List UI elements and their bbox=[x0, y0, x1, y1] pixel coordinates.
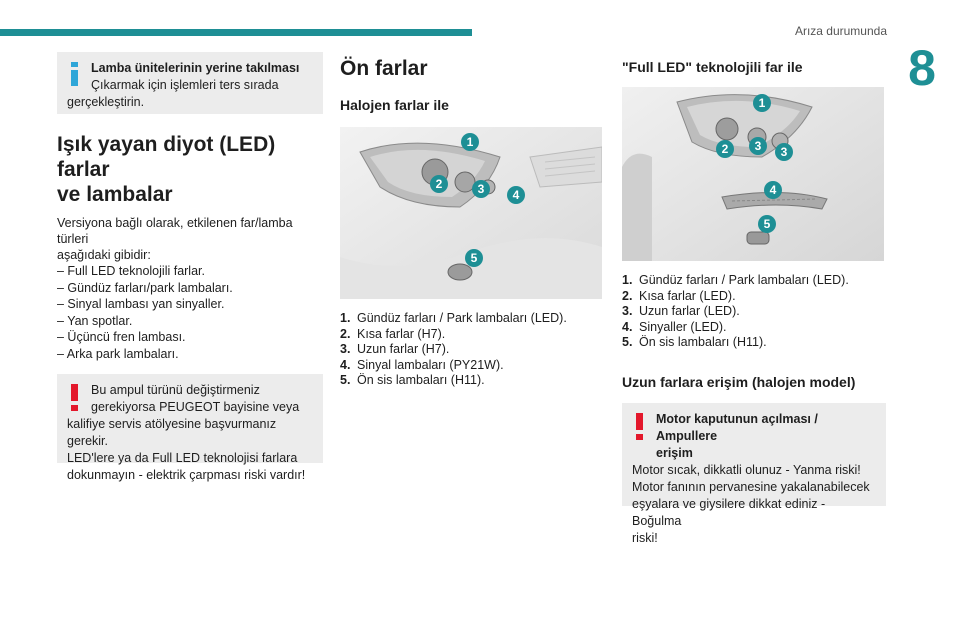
item-number: 2. bbox=[622, 288, 633, 303]
item-number: 5. bbox=[622, 335, 633, 349]
warning-line2: gerekiyorsa PEUGEOT bayisine veya bbox=[91, 400, 300, 414]
led-intro-line1: Versiyona bağlı olarak, etkilenen far/la… bbox=[57, 216, 293, 246]
item-number: 1. bbox=[622, 273, 633, 287]
marker-label: 2 bbox=[721, 142, 729, 156]
list-item: – Yan spotlar. bbox=[57, 313, 133, 328]
full-led-parts-list: 1. Gündüz farları / Park lambaları (LED).… bbox=[622, 273, 886, 351]
marker-label: 4 bbox=[769, 183, 777, 197]
marker-label: 3 bbox=[754, 139, 762, 153]
led-list: – Full LED teknolojili farlar. – Gündüz … bbox=[57, 263, 323, 362]
list-item: 3. Uzun farlar (LED). bbox=[622, 304, 886, 320]
halogen-subtitle: Halojen farlar ile bbox=[340, 97, 449, 113]
list-item: 1. Gündüz farları / Park lambaları (LED). bbox=[622, 273, 886, 289]
item-text: Ön sis lambaları (H11). bbox=[639, 335, 767, 349]
marker-label: 4 bbox=[512, 188, 520, 202]
item-text: Uzun farlar (H7). bbox=[357, 342, 450, 356]
info-box-text-line1: Çıkarmak için işlemleri ters sırada bbox=[91, 78, 279, 92]
list-item: 5. Ön sis lambaları (H11). bbox=[340, 373, 602, 389]
marker-3b: 3 bbox=[774, 142, 794, 162]
led-intro-line2: aşağıdaki gibidir: bbox=[57, 248, 151, 262]
header-accent-bar bbox=[0, 29, 472, 36]
column-right: "Full LED" teknolojili far ile 1 2 3 3 4… bbox=[622, 52, 886, 545]
item-text: Kısa farlar (H7). bbox=[357, 326, 446, 341]
item-number: 4. bbox=[340, 357, 351, 372]
item-number: 3. bbox=[340, 342, 351, 356]
list-item: 2. Kısa farlar (H7). bbox=[340, 327, 602, 343]
item-number: 2. bbox=[340, 326, 351, 341]
warning-line4: LED'lere ya da Full LED teknolojisi farl… bbox=[67, 451, 298, 465]
item-text: Ön sis lambaları (H11). bbox=[357, 373, 485, 387]
warning-line3: eşyalara ve giysilere dikkat ediniz - Bo… bbox=[632, 496, 826, 528]
marker-label: 3 bbox=[780, 145, 788, 159]
info-box-text-line2: gerçekleştirin. bbox=[67, 95, 145, 109]
item-text: Gündüz farları / Park lambaları (LED). bbox=[639, 273, 849, 287]
info-icon bbox=[71, 62, 78, 86]
marker-2: 2 bbox=[715, 139, 735, 159]
marker-2: 2 bbox=[429, 174, 449, 194]
item-text: Gündüz farları / Park lambaları (LED). bbox=[357, 311, 567, 325]
front-lights-title: Ön farlar bbox=[340, 57, 428, 80]
marker-label: 1 bbox=[466, 135, 474, 149]
led-heading: Işık yayan diyot (LED) farlar ve lambala… bbox=[57, 132, 323, 207]
warning-title-line1: Motor kaputunun açılması / Ampullere bbox=[656, 411, 818, 443]
warning-line5: dokunmayın - elektrik çarpması riski var… bbox=[67, 468, 306, 482]
item-text: Uzun farlar (LED). bbox=[639, 304, 740, 318]
led-heading-line1: Işık yayan diyot (LED) farlar bbox=[57, 133, 276, 181]
warning-box: Bu ampul türünü değiştirmeniz gerekiyors… bbox=[57, 374, 323, 482]
marker-3: 3 bbox=[471, 179, 491, 199]
list-item: 1. Gündüz farları / Park lambaları (LED). bbox=[340, 311, 602, 327]
column-middle: Ön farlar Halojen farlar ile 1 2 3 4 bbox=[340, 52, 602, 389]
warning-line4: riski! bbox=[632, 530, 658, 545]
item-number: 3. bbox=[622, 304, 633, 318]
list-item: – Gündüz farları/park lambaları. bbox=[57, 280, 233, 295]
marker-label: 5 bbox=[470, 251, 478, 265]
led-heading-line2: ve lambalar bbox=[57, 183, 173, 206]
marker-3: 3 bbox=[748, 136, 768, 156]
list-item: – Üçüncü fren lambası. bbox=[57, 330, 186, 344]
item-number: 5. bbox=[340, 373, 351, 387]
info-box: Lamba ünitelerinin yerine takılması Çıka… bbox=[57, 52, 323, 114]
warning-icon bbox=[636, 412, 643, 440]
warning-title-line2: erişim bbox=[656, 445, 693, 460]
warning-line2: Motor fanının pervanesine yakalanabilece… bbox=[632, 479, 870, 494]
list-item: 4. Sinyaller (LED). bbox=[622, 320, 886, 336]
item-text: Sinyal lambaları (PY21W). bbox=[357, 357, 504, 372]
warning-box: Motor kaputunun açılması / Ampullere eri… bbox=[622, 402, 886, 545]
full-led-subtitle: "Full LED" teknolojili far ile bbox=[622, 59, 803, 75]
halogen-headlight-photo: 1 2 3 4 5 bbox=[340, 127, 602, 299]
section-title: Arıza durumunda bbox=[794, 24, 887, 38]
marker-5: 5 bbox=[757, 214, 777, 234]
marker-label: 2 bbox=[435, 177, 443, 191]
item-number: 1. bbox=[340, 311, 351, 325]
chapter-number: 8 bbox=[908, 40, 936, 96]
full-led-headlight-photo: 1 2 3 3 4 5 bbox=[622, 87, 884, 261]
marker-1: 1 bbox=[460, 132, 480, 152]
high-beam-access-subtitle: Uzun farlara erişim (halojen model) bbox=[622, 373, 856, 390]
marker-1: 1 bbox=[752, 93, 772, 113]
marker-label: 1 bbox=[758, 96, 766, 110]
list-item: 2. Kısa farlar (LED). bbox=[622, 289, 886, 305]
item-text: Sinyaller (LED). bbox=[639, 319, 727, 334]
list-item: – Sinyal lambası yan sinyaller. bbox=[57, 297, 225, 311]
marker-4: 4 bbox=[506, 185, 526, 205]
halogen-parts-list: 1. Gündüz farları / Park lambaları (LED).… bbox=[340, 311, 602, 389]
led-intro: Versiyona bağlı olarak, etkilenen far/la… bbox=[57, 215, 323, 263]
list-item: – Arka park lambaları. bbox=[57, 346, 179, 361]
warning-line1: Motor sıcak, dikkatli olunuz - Yanma ris… bbox=[632, 462, 861, 477]
list-item: 5. Ön sis lambaları (H11). bbox=[622, 335, 886, 351]
item-text: Kısa farlar (LED). bbox=[639, 288, 736, 303]
info-box-title: Lamba ünitelerinin yerine takılması bbox=[91, 61, 300, 75]
warning-line3: kalifiye servis atölyesine başvurmanız g… bbox=[67, 417, 277, 448]
marker-5: 5 bbox=[464, 248, 484, 268]
list-item: 3. Uzun farlar (H7). bbox=[340, 342, 602, 358]
marker-label: 3 bbox=[477, 182, 485, 196]
item-number: 4. bbox=[622, 319, 633, 334]
marker-label: 5 bbox=[763, 217, 771, 231]
list-item: – Full LED teknolojili farlar. bbox=[57, 264, 205, 278]
column-left: Lamba ünitelerinin yerine takılması Çıka… bbox=[57, 52, 323, 482]
marker-4: 4 bbox=[763, 180, 783, 200]
warning-line1: Bu ampul türünü değiştirmeniz bbox=[91, 383, 260, 397]
warning-icon bbox=[71, 384, 78, 411]
list-item: 4. Sinyal lambaları (PY21W). bbox=[340, 358, 602, 374]
